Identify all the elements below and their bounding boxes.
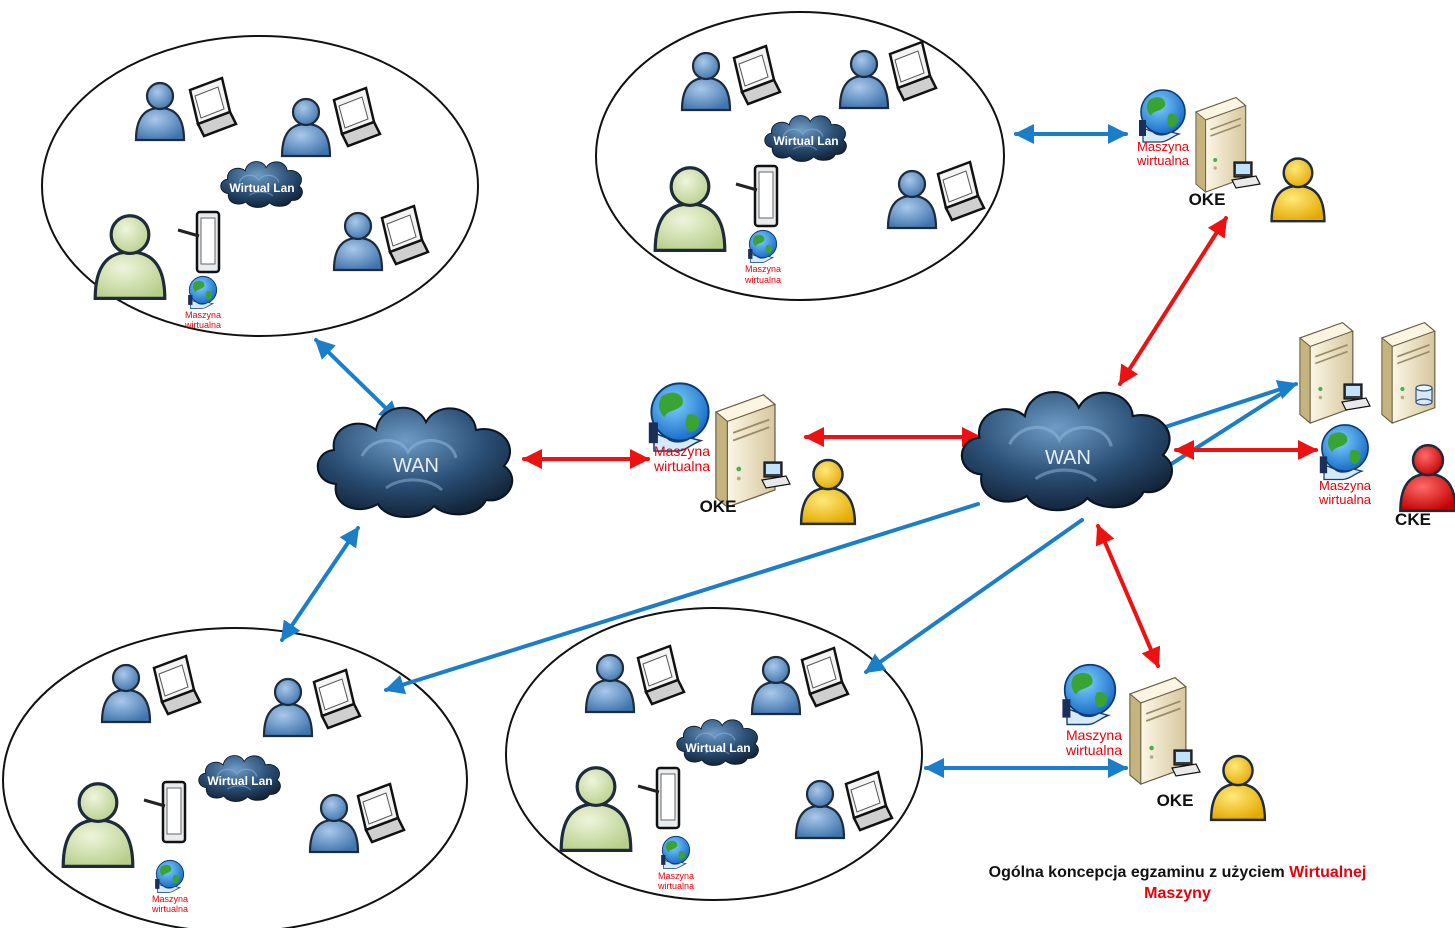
database-server-icon bbox=[1381, 321, 1436, 424]
vm-label: wirtualna bbox=[653, 458, 710, 474]
globe-vm-icon bbox=[660, 835, 691, 870]
terminal-icon bbox=[1341, 383, 1371, 411]
globe-vm-icon bbox=[747, 229, 778, 264]
vm-label: wirtualna bbox=[657, 881, 694, 891]
vm-label: Maszyna bbox=[1319, 478, 1372, 493]
database-icon bbox=[1415, 384, 1433, 406]
virtual-lan-label: Wirtual Lan bbox=[229, 181, 294, 195]
terminal-icon bbox=[1171, 749, 1201, 777]
vm-label: wirtualna bbox=[151, 904, 188, 914]
globe-vm-icon bbox=[187, 275, 218, 310]
wan-label: WAN bbox=[1045, 447, 1091, 469]
terminal-icon bbox=[761, 461, 791, 489]
link-blue bbox=[314, 338, 400, 422]
link-blue bbox=[864, 518, 1084, 674]
globe-vm-icon bbox=[154, 859, 185, 894]
user-icon bbox=[1399, 443, 1455, 513]
cke-label: CKE bbox=[1395, 510, 1431, 529]
vm-label: Maszyna bbox=[152, 894, 188, 904]
vm-label: wirtualna bbox=[1065, 742, 1122, 758]
virtual-lan-label: Wirtual Lan bbox=[773, 134, 838, 148]
oke-label: OKE bbox=[700, 497, 737, 516]
vm-label: Maszyna bbox=[654, 443, 710, 459]
vm-label: Maszyna bbox=[1066, 727, 1122, 743]
caption-highlight: Wirtualnej bbox=[1289, 864, 1367, 881]
vm-label: Maszyna bbox=[745, 264, 781, 274]
user-icon bbox=[799, 458, 857, 526]
connections bbox=[280, 124, 1318, 778]
link-blue bbox=[280, 526, 360, 642]
vm-label: wirtualna bbox=[744, 275, 781, 285]
virtual-lan-label: Wirtual Lan bbox=[685, 741, 750, 755]
vm-label: Maszyna bbox=[185, 310, 221, 320]
link-red bbox=[1118, 216, 1228, 386]
user-icon bbox=[1209, 754, 1267, 822]
globe-vm-icon bbox=[1138, 89, 1186, 143]
server-icon bbox=[715, 393, 776, 508]
caption-line2: Maszyny bbox=[1144, 885, 1211, 902]
link-blue bbox=[384, 502, 980, 695]
oke-label: OKE bbox=[1157, 791, 1194, 810]
terminal-icon bbox=[1231, 161, 1261, 189]
globe-vm-icon bbox=[647, 382, 710, 452]
oke-label: OKE bbox=[1189, 190, 1226, 209]
vm-label: wirtualna bbox=[1318, 492, 1372, 507]
diagram-caption: Ogólna koncepcja egzaminu z użyciem Wirt… bbox=[905, 862, 1450, 904]
wan-label: WAN bbox=[393, 455, 439, 477]
link-red bbox=[1095, 524, 1161, 668]
link-blue bbox=[1148, 380, 1298, 434]
virtual-lan-label: Wirtual Lan bbox=[207, 774, 272, 788]
caption-text: Ogólna koncepcja egzaminu z użyciem bbox=[988, 864, 1285, 881]
user-icon bbox=[1270, 157, 1326, 223]
vm-label: Maszyna bbox=[1137, 139, 1190, 154]
vm-label: wirtualna bbox=[1136, 153, 1190, 168]
server-icon bbox=[1195, 96, 1247, 193]
vm-label: wirtualna bbox=[184, 320, 221, 330]
vm-label: Maszyna bbox=[658, 871, 694, 881]
globe-vm-icon bbox=[1319, 424, 1369, 481]
globe-vm-icon bbox=[1061, 663, 1117, 726]
